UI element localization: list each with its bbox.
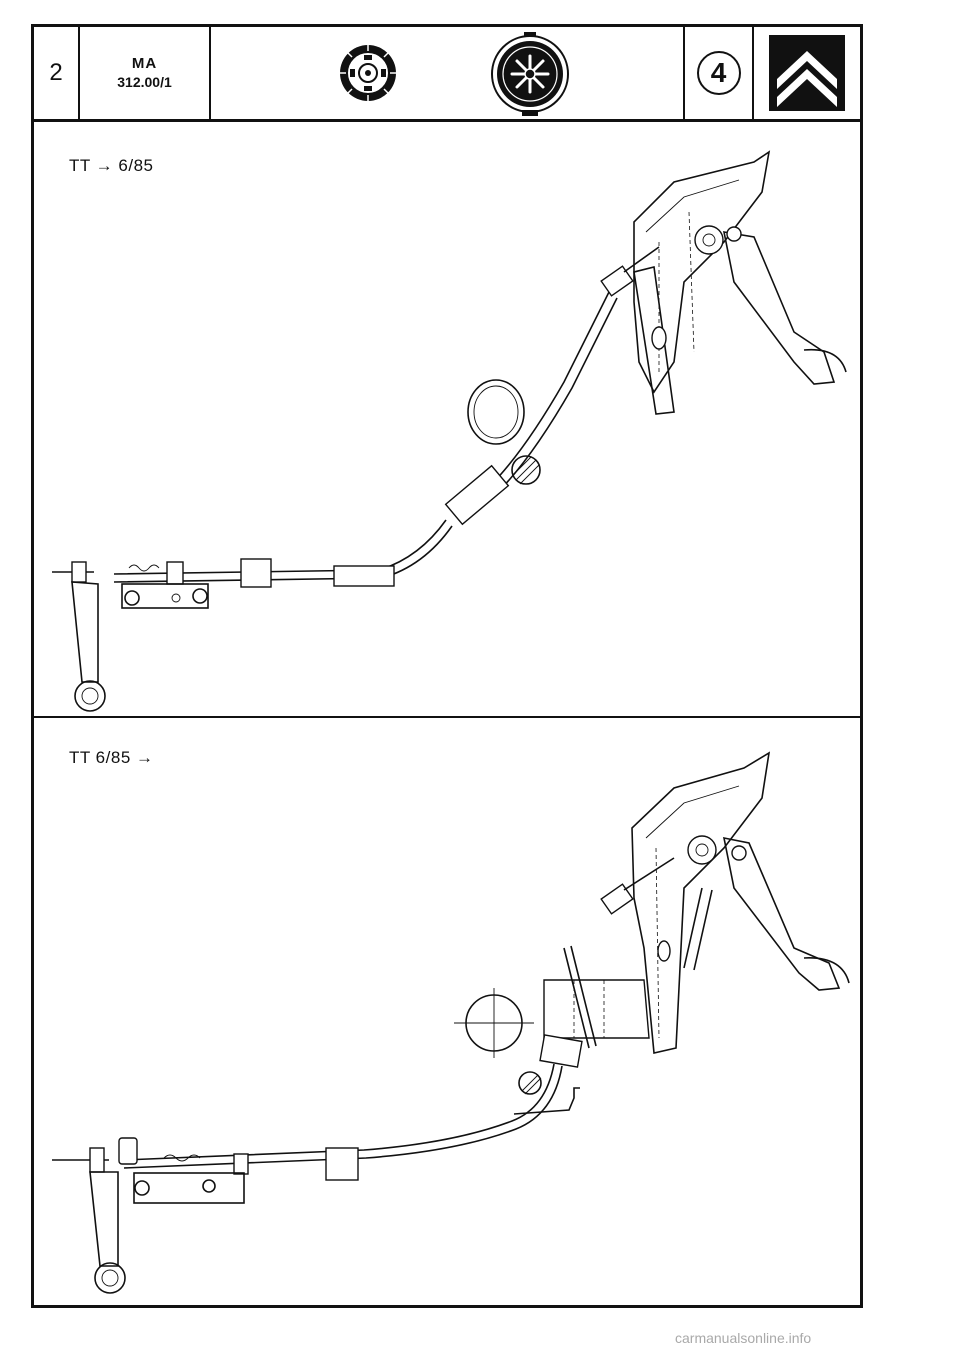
manual-page: 2 MA 312.00/1 [31, 24, 863, 1308]
clutch-cable-drawing-late [52, 751, 850, 1294]
section-number: 4 [710, 57, 727, 88]
illustration-cell [211, 27, 685, 119]
section-number-cell: 4 [685, 27, 754, 119]
clutch-disc-icon [340, 45, 396, 101]
citroen-logo-icon [769, 35, 845, 111]
clutch-pressure-plate-icon [491, 32, 569, 116]
section-early-assembly: TT → 6/85 [34, 122, 860, 718]
doc-code-line1: MA [131, 55, 158, 72]
doc-code-line2: 312.00/1 [117, 74, 172, 90]
doc-code-cell: MA 312.00/1 [80, 27, 211, 119]
page-number: 2 [49, 59, 63, 86]
watermark: carmanualsonline.info [675, 1330, 812, 1346]
page-number-cell: 2 [34, 27, 80, 119]
section-label-early: TT → 6/85 [69, 156, 154, 175]
section-label-late: TT 6/85 → [69, 748, 154, 767]
section-number-badge: 4 [696, 51, 741, 95]
page-header: 2 MA 312.00/1 [34, 27, 860, 122]
clutch-cable-drawing-early [52, 150, 847, 712]
brand-cell [754, 27, 860, 119]
section-late-assembly: TT 6/85 → [34, 718, 860, 1305]
